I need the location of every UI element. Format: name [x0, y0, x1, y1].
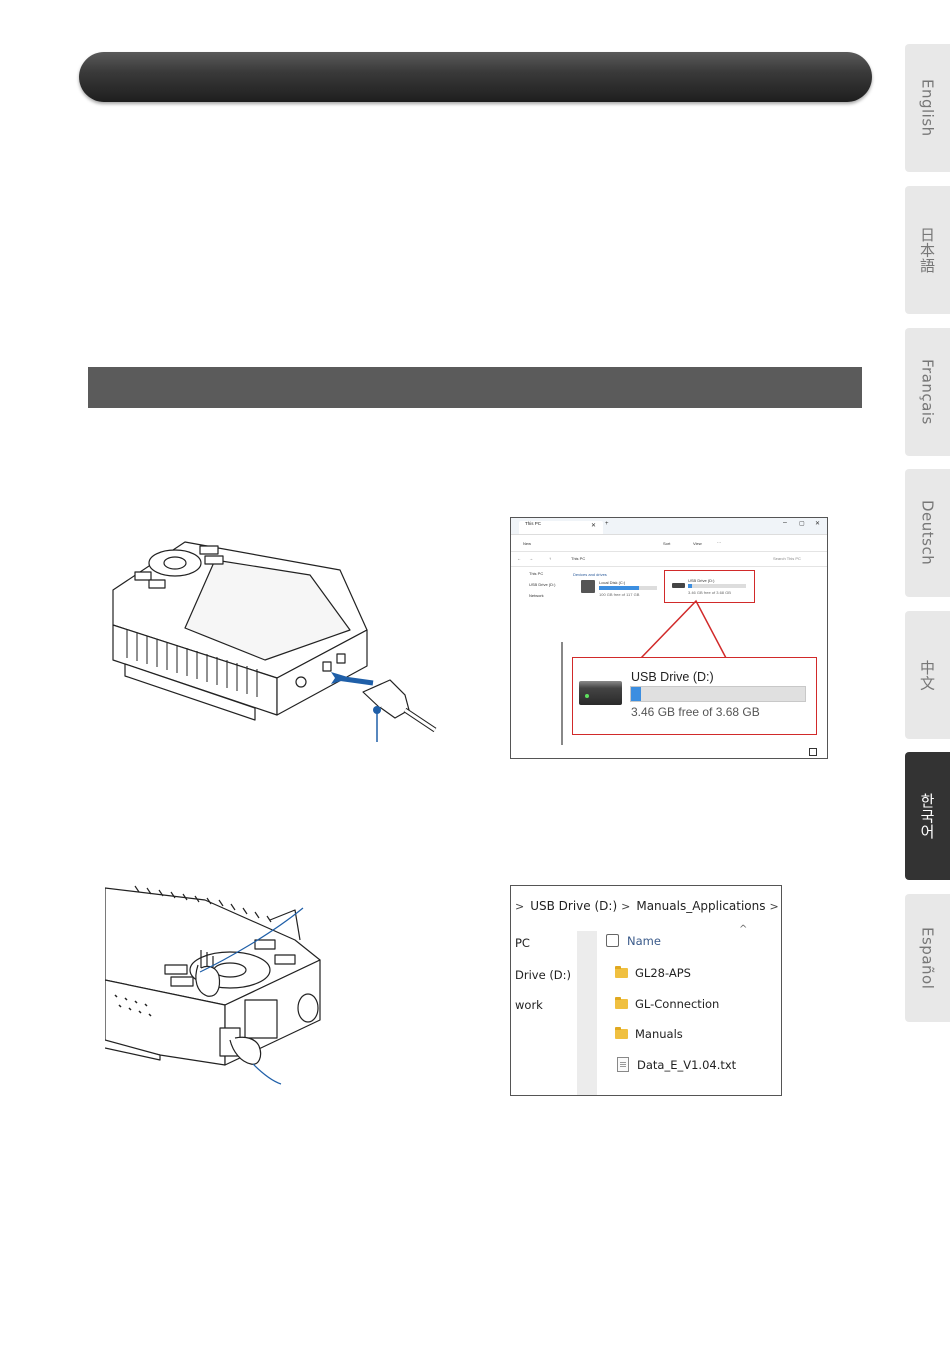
- breadcrumb-usb-drive[interactable]: USB Drive (D:): [530, 899, 618, 913]
- nav-network[interactable]: Network: [529, 593, 544, 598]
- up-icon[interactable]: ↑: [549, 556, 551, 561]
- tab-japanese[interactable]: 日本語: [905, 186, 950, 314]
- tab-chinese[interactable]: 中文: [905, 611, 950, 739]
- add-tab-icon[interactable]: +: [605, 521, 609, 527]
- nav-item-network[interactable]: work: [515, 998, 543, 1012]
- nav-this-pc[interactable]: This PC: [529, 571, 544, 576]
- usb-drive-free-space: 3.46 GB free of 3.68 GB: [631, 705, 760, 719]
- list-item-name: Data_E_V1.04.txt: [637, 1057, 737, 1072]
- device-usb-illustration: [112, 541, 437, 742]
- usb-drive-capacity-fill: [631, 687, 642, 701]
- usb-drive-small-bar: [688, 584, 746, 588]
- tab-label: 한국어: [918, 792, 936, 840]
- tab-label: 日本語: [918, 226, 936, 274]
- minimize-icon[interactable]: –: [783, 519, 787, 526]
- local-drive-icon: [581, 580, 595, 593]
- nav-item-pc[interactable]: PC: [515, 936, 530, 950]
- folder-listing-window: > USB Drive (D:) > Manuals_Applications …: [510, 885, 782, 1096]
- section-header: Devices and drives: [573, 572, 607, 577]
- usb-drive-icon: [579, 681, 622, 705]
- nav-usb-drive[interactable]: USB Drive (D:): [529, 582, 556, 587]
- nav-item-drive[interactable]: Drive (D:): [515, 968, 572, 982]
- tab-english[interactable]: English: [905, 44, 950, 172]
- breadcrumb: > USB Drive (D:) > Manuals_Applications …: [511, 886, 781, 926]
- explorer-address-row: ← → ↑ This PC Search This PC: [511, 552, 827, 567]
- section-header-bar: [88, 367, 862, 408]
- usb-drive-icon-small: [672, 583, 685, 588]
- usb-drive-capacity-bar: [630, 686, 806, 702]
- address-bar[interactable]: This PC: [571, 556, 586, 561]
- list-item[interactable]: Manuals: [615, 1027, 683, 1041]
- folder-icon: [615, 966, 628, 978]
- list-item[interactable]: Data_E_V1.04.txt: [615, 1057, 736, 1072]
- chevron-right-icon: >: [515, 899, 525, 913]
- folder-icon: [615, 1027, 628, 1039]
- local-drive-name[interactable]: Local Disk (C:): [599, 580, 626, 585]
- pane-splitter[interactable]: [577, 931, 597, 1095]
- maximize-icon[interactable]: ▢: [799, 521, 805, 527]
- tab-label: English: [918, 79, 937, 137]
- forward-icon[interactable]: →: [529, 556, 533, 561]
- list-item[interactable]: GL28-APS: [615, 966, 691, 980]
- chevron-right-icon: >: [621, 899, 631, 913]
- file-list: Name ^ GL28-APS GL-Connection Manuals Da…: [601, 924, 781, 1095]
- explorer-tab-title: This PC: [525, 521, 542, 526]
- usb-drive-small-name[interactable]: USB Drive (D:): [688, 578, 715, 583]
- file-explorer-window: This PC ✕ + – ▢ ✕ New Sort View ··· ← → …: [510, 517, 828, 759]
- usb-drive-name: USB Drive (D:): [631, 670, 714, 684]
- close-icon[interactable]: ✕: [591, 523, 597, 529]
- tab-label: Deutsch: [918, 500, 937, 566]
- tab-korean[interactable]: 한국어: [905, 752, 950, 880]
- explorer-toolbar: New Sort View ···: [511, 535, 827, 552]
- local-drive-bar: [599, 586, 657, 590]
- window-close-icon[interactable]: ✕: [815, 521, 821, 527]
- explorer-titlebar: This PC ✕ + – ▢ ✕: [511, 518, 827, 535]
- nav-scrollbar[interactable]: [561, 642, 563, 745]
- column-header-name[interactable]: Name: [627, 934, 661, 948]
- usb-drive-small-free: 3.46 GB free of 3.68 GB: [688, 590, 731, 595]
- tab-french[interactable]: Français: [905, 328, 950, 456]
- chevron-right-icon[interactable]: >: [769, 899, 779, 913]
- list-item-name: GL28-APS: [635, 966, 691, 980]
- more-button[interactable]: ···: [717, 540, 721, 545]
- tab-label: 中文: [918, 659, 936, 691]
- list-item[interactable]: GL-Connection: [615, 997, 719, 1011]
- breadcrumb-manuals-applications[interactable]: Manuals_Applications: [636, 899, 766, 913]
- view-button[interactable]: View: [693, 541, 702, 546]
- local-drive-free: 100 GB free of 117 GB: [599, 592, 640, 597]
- page-title-bar: [79, 52, 872, 102]
- sort-ascending-icon: ^: [739, 924, 748, 935]
- usb-drive-highlight: [664, 570, 755, 603]
- new-button[interactable]: New: [523, 541, 532, 546]
- tab-label: Español: [918, 926, 937, 990]
- navigation-pane: PC Drive (D:) work: [511, 926, 577, 1095]
- tab-label: Français: [918, 359, 937, 425]
- sort-button[interactable]: Sort: [663, 541, 671, 546]
- tab-german[interactable]: Deutsch: [905, 469, 950, 597]
- device-button-press-illustration: [105, 885, 321, 1085]
- folder-icon: [615, 997, 628, 1009]
- callout-pointer: [640, 599, 727, 659]
- list-item-name: Manuals: [635, 1027, 683, 1041]
- back-icon[interactable]: ←: [517, 556, 521, 561]
- text-file-icon: [617, 1057, 629, 1072]
- explorer-tab[interactable]: [519, 521, 603, 534]
- list-item-name: GL-Connection: [635, 997, 720, 1011]
- status-icon: [809, 748, 817, 756]
- tab-spanish[interactable]: Español: [905, 894, 950, 1022]
- search-input[interactable]: Search This PC: [773, 556, 801, 561]
- usb-drive-callout: USB Drive (D:) 3.46 GB free of 3.68 GB: [572, 657, 817, 735]
- select-all-checkbox[interactable]: [606, 934, 619, 947]
